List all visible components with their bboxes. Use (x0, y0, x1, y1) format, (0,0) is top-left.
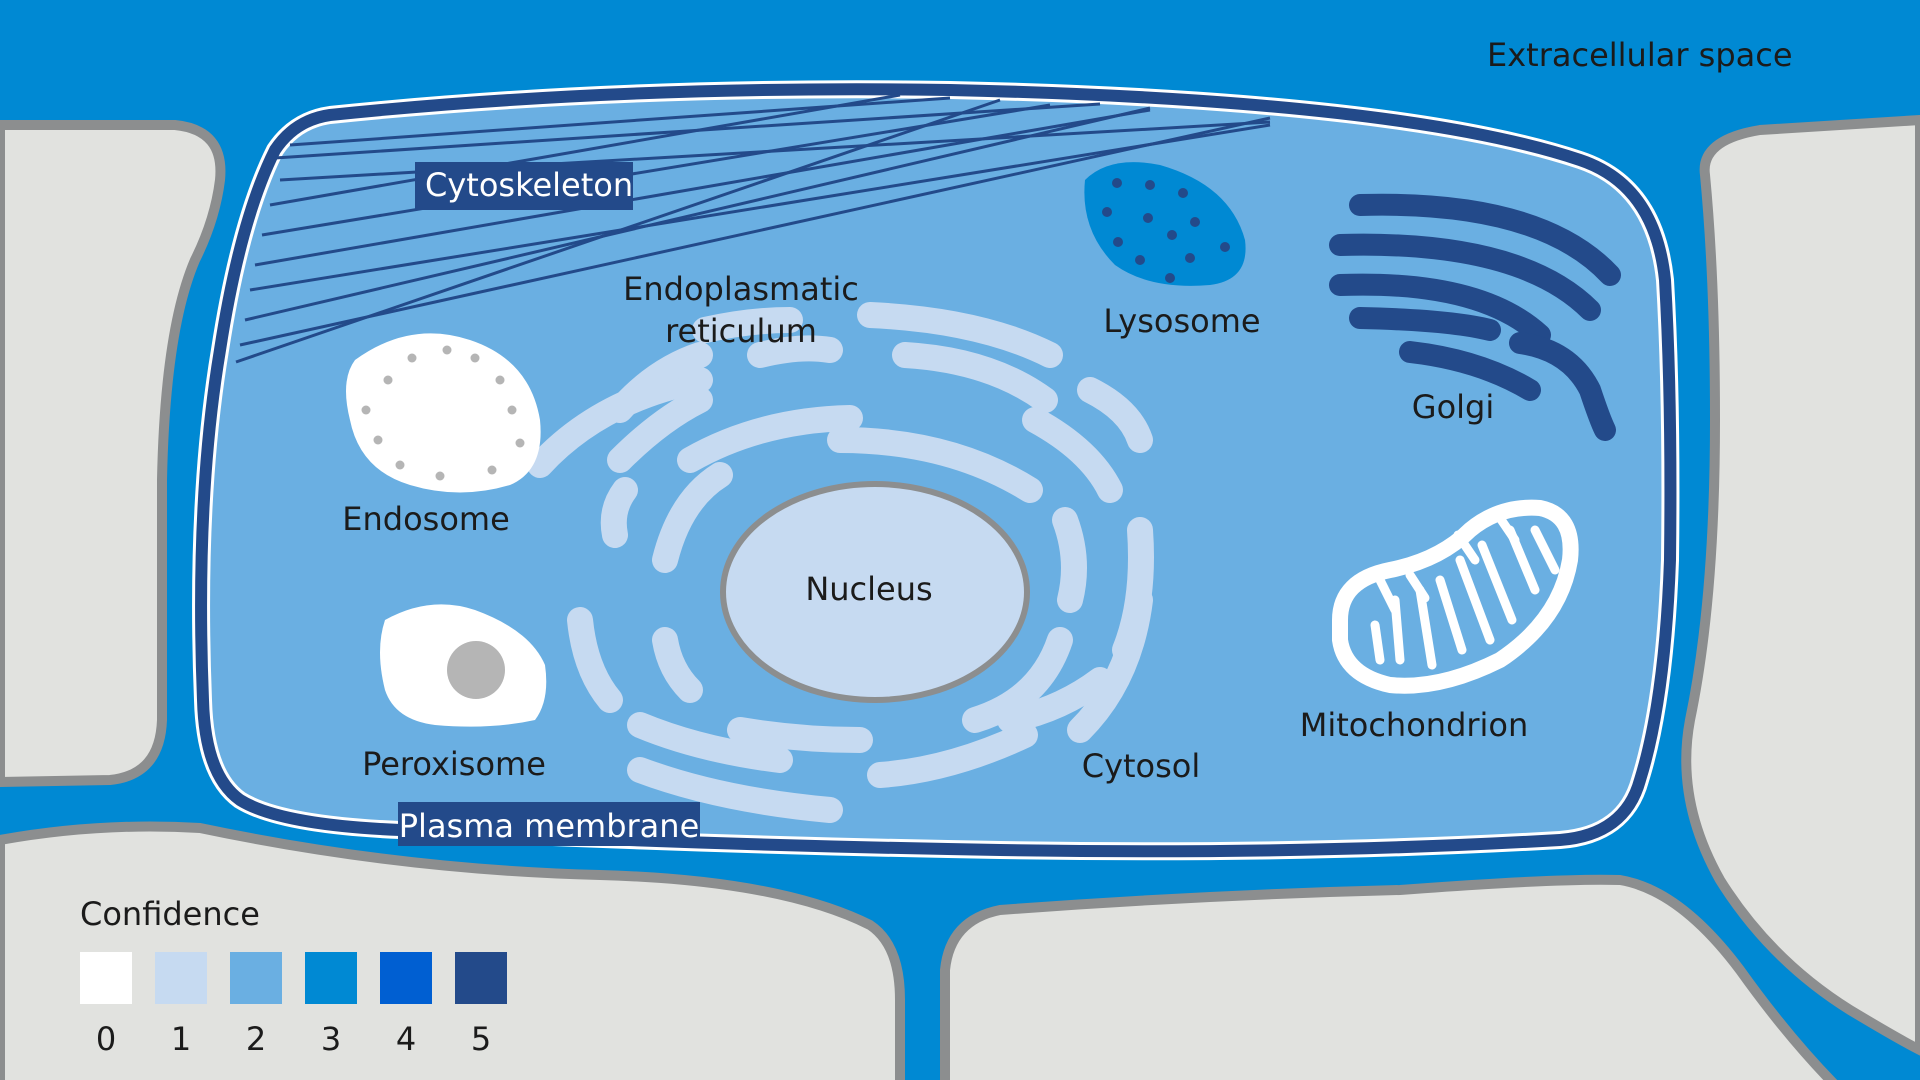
mitochondrion-label: Mitochondrion (1300, 706, 1529, 744)
legend-swatch-4 (380, 952, 432, 1004)
mitochondrion (1332, 499, 1579, 694)
legend-swatch-5 (455, 952, 507, 1004)
confidence-legend: Confidence 0 1 2 3 4 5 (80, 895, 507, 1058)
endosome-label: Endosome (342, 500, 510, 538)
legend-swatches: 0 1 2 3 4 5 (80, 952, 507, 1058)
golgi-label: Golgi (1412, 388, 1494, 426)
legend-label-4: 4 (396, 1020, 416, 1058)
neighbor-cell-right (1681, 114, 1920, 1056)
legend-swatch-2 (230, 952, 282, 1004)
endosome (346, 333, 541, 493)
cytoskeleton-label: Cytoskeleton (425, 166, 633, 204)
er-label-line2: reticulum (665, 312, 817, 350)
legend-label-0: 0 (96, 1020, 116, 1058)
plasma-membrane-label: Plasma membrane (399, 807, 700, 845)
neighbor-cell-left (0, 120, 226, 788)
legend-swatch-1 (155, 952, 207, 1004)
lysosome (1084, 162, 1246, 286)
nucleus (720, 481, 1030, 703)
legend-swatch-3 (305, 952, 357, 1004)
legend-label-3: 3 (321, 1020, 341, 1058)
legend-label-1: 1 (171, 1020, 191, 1058)
legend-label-5: 5 (471, 1020, 491, 1058)
lysosome-dots (1102, 178, 1230, 283)
cytoskeleton-filaments (235, 93, 1271, 364)
extracellular-space-label: Extracellular space (1487, 36, 1793, 74)
neighbor-cell-bottom-left (0, 821, 905, 1080)
peroxisome-label: Peroxisome (362, 745, 546, 783)
endosome-dots (361, 345, 525, 481)
endoplasmic-reticulum (527, 302, 1154, 823)
peroxisome-core (447, 641, 505, 699)
nucleus-label: Nucleus (805, 570, 932, 608)
golgi (1329, 193, 1621, 441)
neighbor-cell-bottom-right (940, 874, 1838, 1080)
cytosol-label: Cytosol (1082, 747, 1201, 785)
plasma-membrane (195, 83, 1677, 858)
cytoskeleton-label-box (415, 162, 633, 210)
plasma-membrane-label-box (398, 802, 700, 846)
er-label-line1: Endoplasmatic (623, 270, 859, 308)
legend-title: Confidence (80, 895, 260, 933)
legend-swatch-0 (80, 952, 132, 1004)
lysosome-label: Lysosome (1103, 302, 1260, 340)
legend-label-2: 2 (246, 1020, 266, 1058)
